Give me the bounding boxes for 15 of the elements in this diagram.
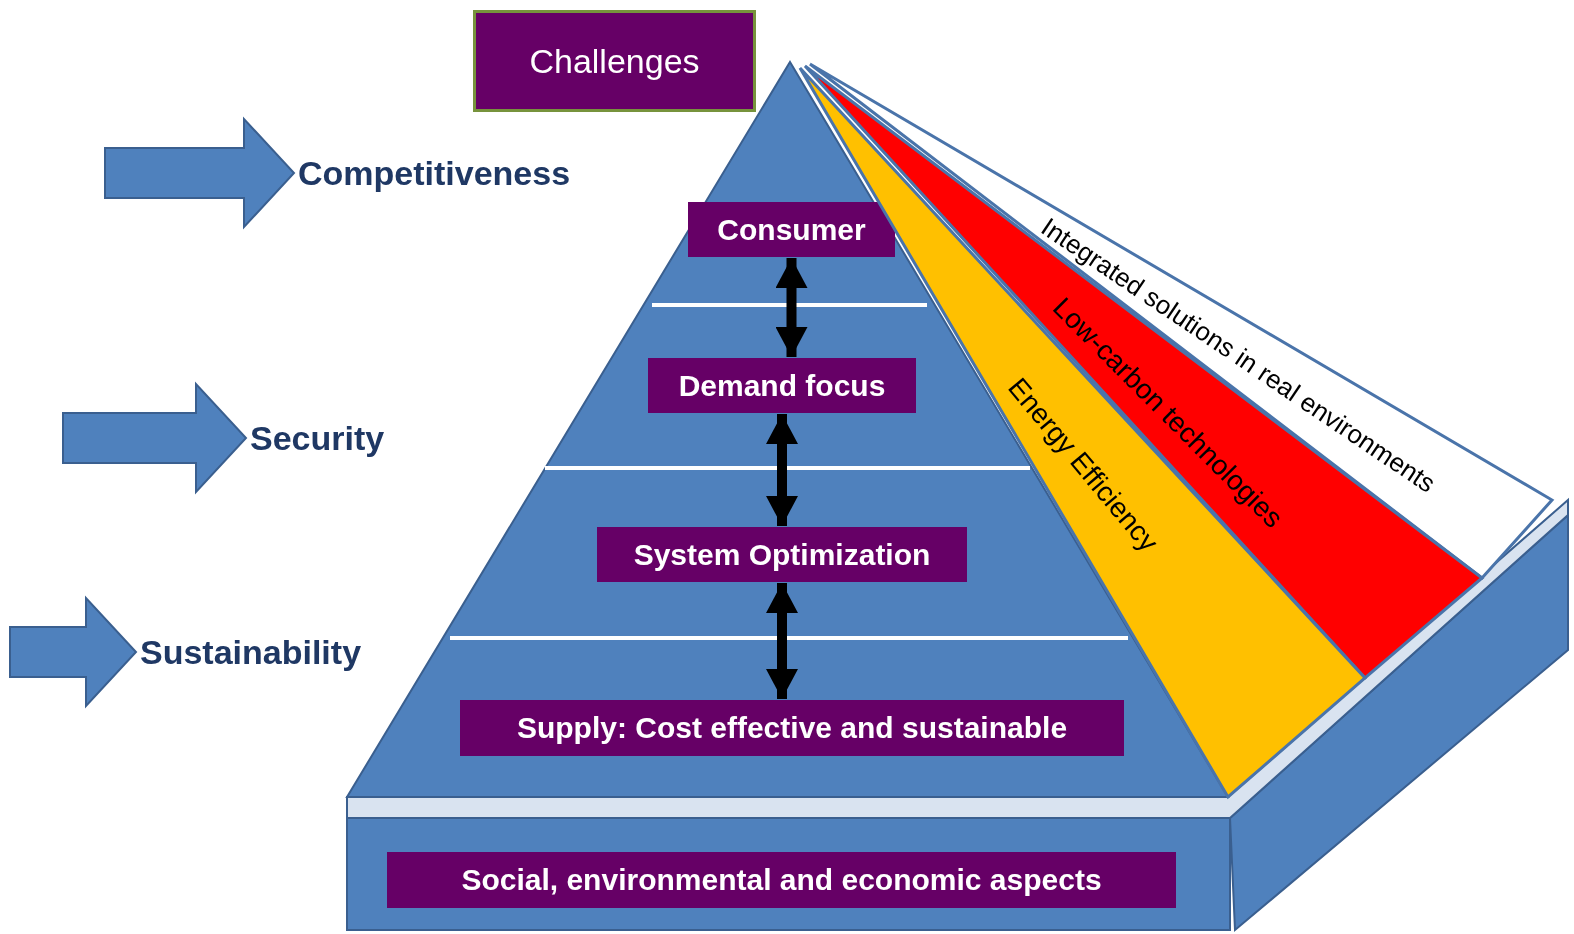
double-arrow bbox=[775, 258, 808, 357]
block-arrow bbox=[62, 381, 248, 495]
goal-label: Sustainability bbox=[140, 632, 362, 672]
title-box: Challenges bbox=[473, 10, 756, 112]
goal-label: Competitiveness bbox=[298, 153, 571, 193]
goal-label: Security bbox=[250, 418, 385, 458]
base-label-box: Social, environmental and economic aspects bbox=[387, 852, 1176, 908]
double-arrow bbox=[766, 583, 798, 699]
double-arrow bbox=[766, 414, 798, 526]
level-box: Demand focus bbox=[648, 358, 916, 413]
block-arrow bbox=[104, 116, 296, 230]
level-box: Supply: Cost effective and sustainable bbox=[460, 700, 1124, 756]
level-box: Consumer bbox=[688, 202, 895, 257]
block-arrow bbox=[9, 595, 138, 709]
level-box: System Optimization bbox=[597, 527, 967, 582]
